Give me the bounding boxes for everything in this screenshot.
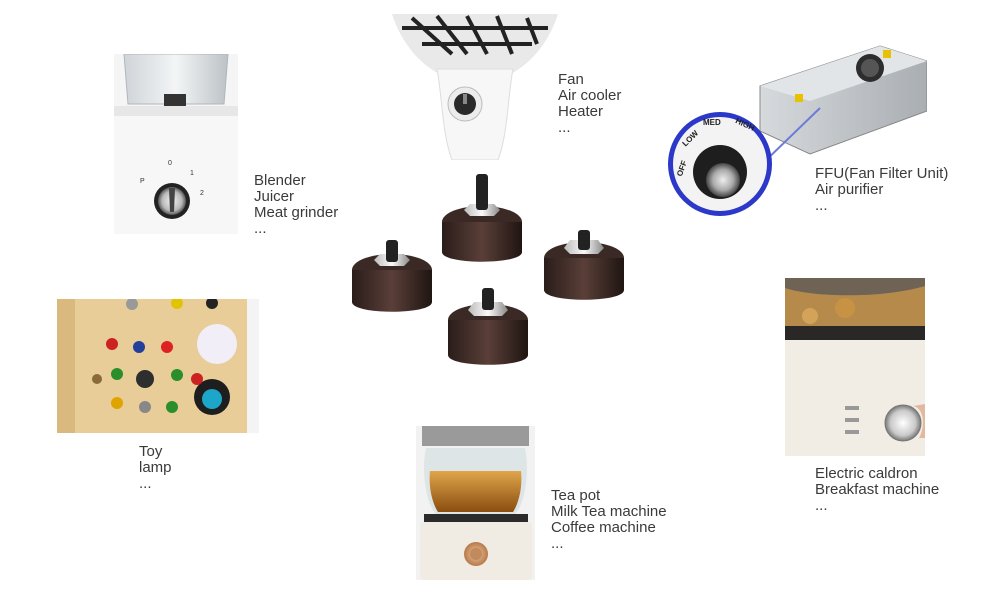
toy-uses-label: Toy lamp ... (139, 444, 172, 492)
rotary-switches-photo (348, 170, 638, 385)
blender-mark-p: P (140, 178, 145, 185)
fan-use-3: Heater (558, 103, 604, 120)
fan-use-more: ... (558, 119, 571, 136)
blender-photo (114, 54, 238, 234)
teapot-use-2: Milk Tea machine (551, 503, 667, 520)
ffu-use-more: ... (815, 197, 828, 214)
fan-use-2: Air cooler (558, 87, 622, 104)
toy-lamp-photo (57, 299, 259, 433)
blender-use-3: Meat grinder (254, 204, 339, 221)
toy-use-1: Toy (139, 443, 163, 460)
ffu-use-2: Air purifier (815, 181, 884, 198)
blender-use-more: ... (254, 220, 267, 237)
caldron-photo (785, 278, 925, 456)
teapot-uses-label: Tea pot Milk Tea machine Coffee machine … (551, 488, 667, 552)
ffu-photo: OFF LOW MED HIGH (665, 36, 927, 218)
teapot-use-1: Tea pot (551, 487, 601, 504)
teapot-photo (416, 426, 535, 580)
toy-use-2: lamp (139, 459, 172, 476)
fan-use-1: Fan (558, 71, 584, 88)
blender-uses-label: Blender Juicer Meat grinder ... (254, 173, 338, 237)
caldron-uses-label: Electric caldron Breakfast machine ... (815, 466, 939, 514)
caldron-use-1: Electric caldron (815, 465, 918, 482)
blender-mark-2: 2 (200, 190, 204, 197)
fan-uses-label: Fan Air cooler Heater ... (558, 72, 621, 136)
blender-use-2: Juicer (254, 188, 295, 205)
fan-photo (392, 14, 558, 160)
teapot-use-3: Coffee machine (551, 519, 656, 536)
ffu-uses-label: FFU(Fan Filter Unit) Air purifier ... (815, 166, 948, 214)
blender-mark-1: 1 (190, 170, 194, 177)
ffu-mark-med: MED (703, 118, 721, 127)
ffu-use-1: FFU(Fan Filter Unit) (815, 165, 949, 182)
blender-dial-marks: P 0 1 2 (140, 158, 210, 198)
teapot-use-more: ... (551, 535, 564, 552)
caldron-use-2: Breakfast machine (815, 481, 940, 498)
blender-mark-0: 0 (168, 160, 172, 167)
toy-use-more: ... (139, 475, 152, 492)
caldron-use-more: ... (815, 497, 828, 514)
blender-use-1: Blender (254, 172, 306, 189)
